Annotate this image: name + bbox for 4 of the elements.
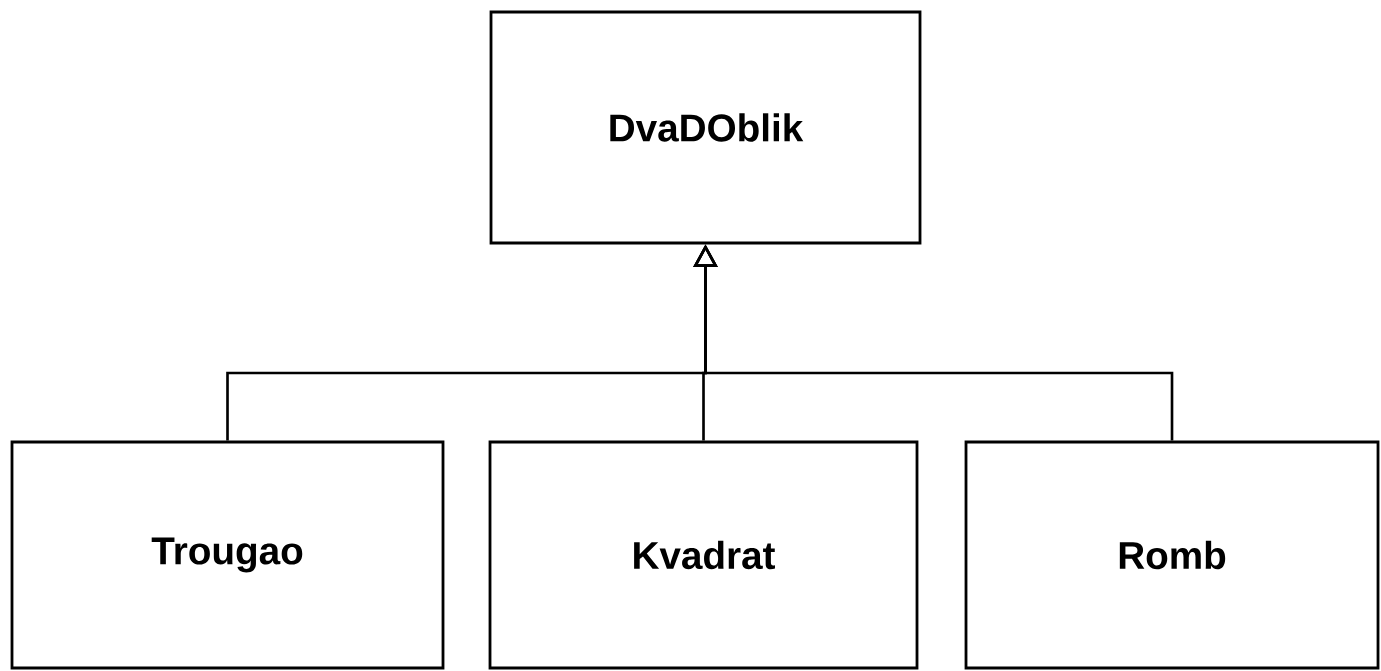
class-box: DvaDOblik (489, 10, 922, 245)
class-box: Romb (964, 440, 1380, 670)
class-box: Trougao (10, 440, 445, 670)
class-box: Kvadrat (488, 440, 919, 670)
